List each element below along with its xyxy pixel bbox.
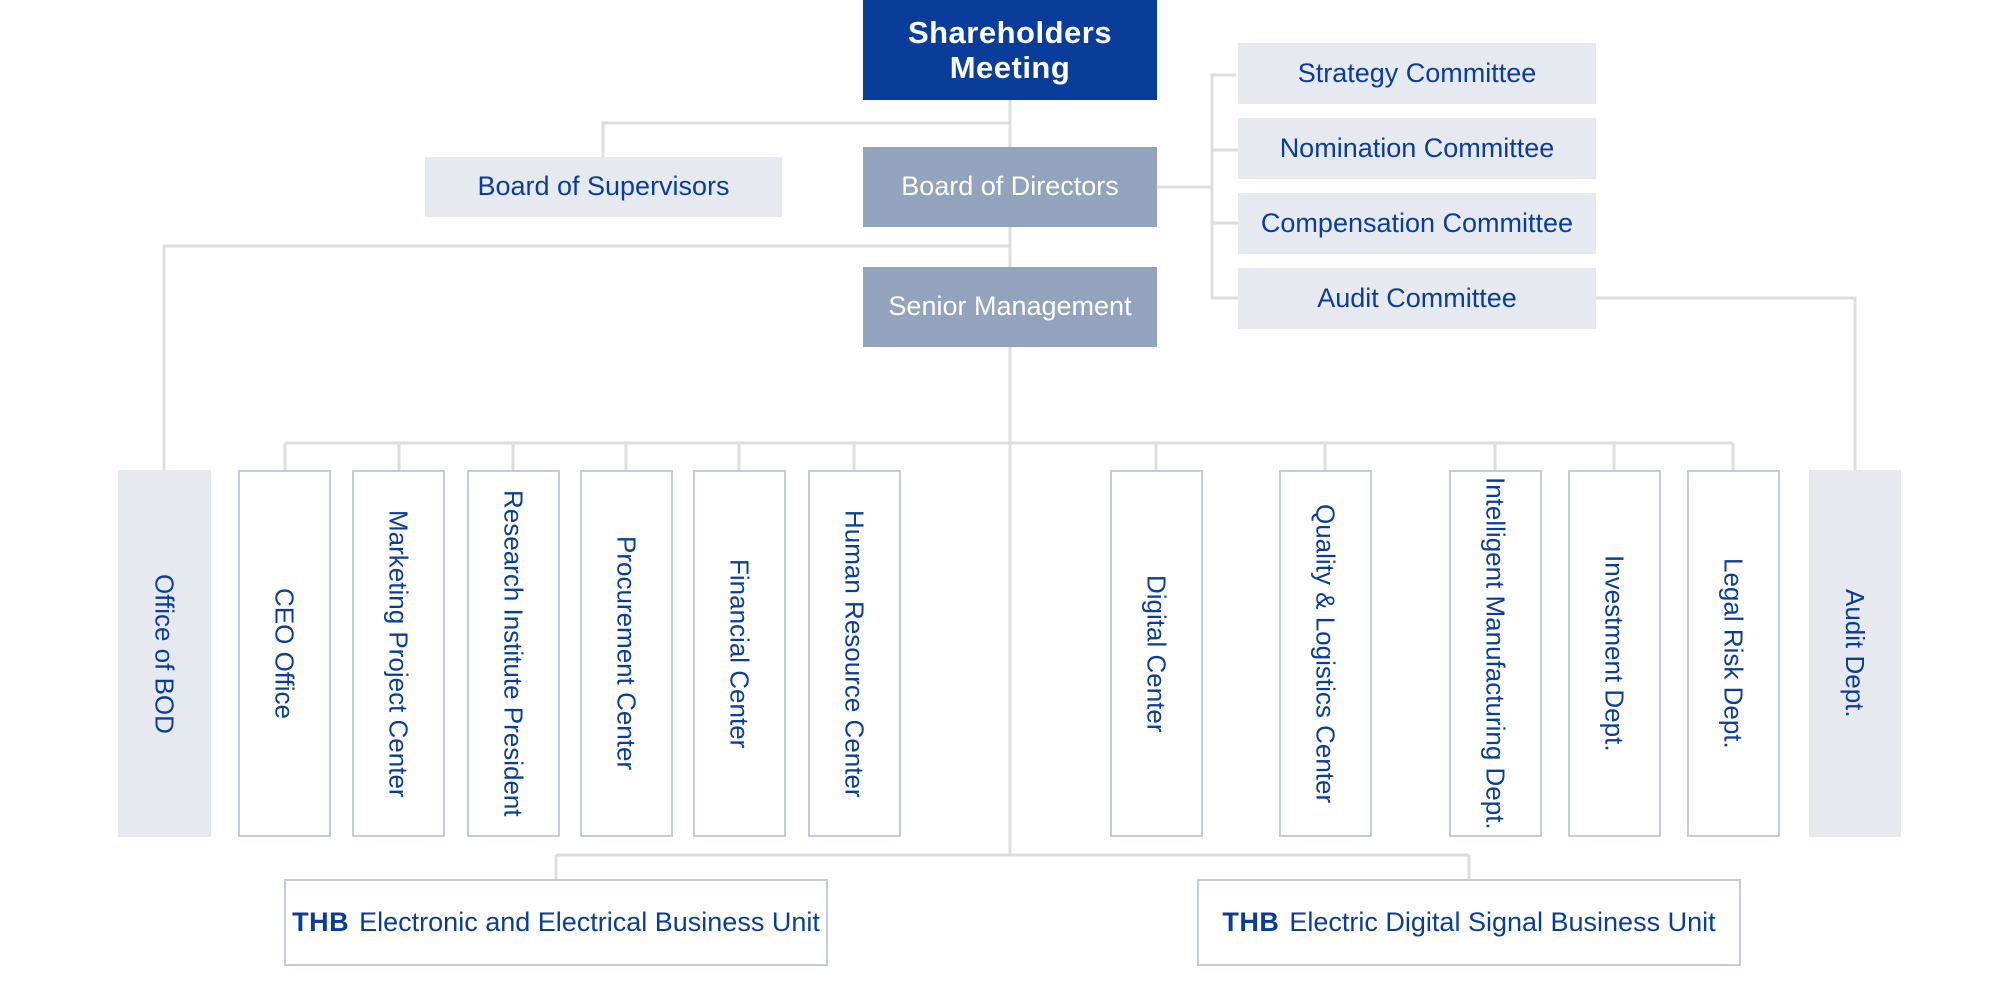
department-financial-center: Financial Center bbox=[693, 470, 786, 837]
nomination-committee-box: Nomination Committee bbox=[1238, 118, 1596, 179]
senior-management-box: Senior Management bbox=[863, 267, 1157, 347]
board-of-supervisors-box: Board of Supervisors bbox=[425, 157, 782, 217]
committee-label: Compensation Committee bbox=[1260, 207, 1574, 238]
department-label: Intelligent Manufacturing Dept. bbox=[1480, 477, 1511, 830]
board-of-directors-box: Board of Directors bbox=[863, 147, 1157, 227]
department-ceo-office: CEO Office bbox=[238, 470, 331, 837]
office-of-bod-label: Office of BOD bbox=[149, 573, 180, 734]
business-unit-electronic-electrical: THB Electronic and Electrical Business U… bbox=[284, 879, 828, 966]
connector-supervisors bbox=[601, 121, 1010, 157]
department-label: Procurement Center bbox=[611, 536, 642, 771]
board-of-supervisors-label: Board of Supervisors bbox=[477, 171, 730, 202]
strategy-committee-box: Strategy Committee bbox=[1238, 43, 1596, 104]
thb-brand-mark: THB bbox=[1222, 907, 1280, 937]
connector-committee-bracket bbox=[1210, 73, 1238, 300]
department-label: Digital Center bbox=[1141, 574, 1172, 733]
department-label: Marketing Project Center bbox=[383, 509, 414, 798]
department-human-resource-center: Human Resource Center bbox=[808, 470, 901, 837]
committee-label: Nomination Committee bbox=[1279, 132, 1555, 163]
connector-office-of-bod bbox=[162, 244, 1010, 470]
department-label: Financial Center bbox=[724, 558, 755, 749]
committee-label: Audit Committee bbox=[1317, 282, 1517, 313]
department-digital-center: Digital Center bbox=[1110, 470, 1203, 837]
board-of-directors-label: Board of Directors bbox=[901, 171, 1119, 202]
department-intelligent-manufacturing: Intelligent Manufacturing Dept. bbox=[1449, 470, 1542, 837]
business-unit-label: THB Electronic and Electrical Business U… bbox=[292, 907, 820, 938]
department-investment: Investment Dept. bbox=[1568, 470, 1661, 837]
department-label: CEO Office bbox=[269, 587, 300, 719]
business-unit-label: THB Electric Digital Signal Business Uni… bbox=[1222, 907, 1715, 938]
department-procurement-center: Procurement Center bbox=[580, 470, 673, 837]
business-unit-digital-signal: THB Electric Digital Signal Business Uni… bbox=[1197, 879, 1741, 966]
business-unit-name: Electric Digital Signal Business Unit bbox=[1289, 907, 1716, 937]
audit-committee-box: Audit Committee bbox=[1238, 268, 1596, 329]
shareholders-meeting-label: Shareholders Meeting bbox=[907, 15, 1113, 85]
department-research-institute-president: Research Institute President bbox=[467, 470, 560, 837]
office-of-bod-box: Office of BOD bbox=[118, 470, 211, 837]
committee-label: Strategy Committee bbox=[1297, 57, 1537, 88]
senior-management-label: Senior Management bbox=[888, 291, 1132, 322]
department-label: Investment Dept. bbox=[1599, 555, 1630, 752]
department-legal-risk: Legal Risk Dept. bbox=[1687, 470, 1780, 837]
connector-audit-dept bbox=[1596, 296, 1857, 470]
compensation-committee-box: Compensation Committee bbox=[1238, 193, 1596, 254]
shareholders-meeting-box: Shareholders Meeting bbox=[863, 0, 1157, 100]
department-label: Research Institute President bbox=[498, 490, 529, 817]
audit-dept-box: Audit Dept. bbox=[1809, 470, 1901, 837]
audit-dept-label: Audit Dept. bbox=[1840, 589, 1870, 718]
department-marketing-project-center: Marketing Project Center bbox=[352, 470, 445, 837]
department-label: Human Resource Center bbox=[839, 509, 870, 798]
department-label: Quality & Logistics Center bbox=[1310, 503, 1341, 804]
business-unit-name: Electronic and Electrical Business Unit bbox=[359, 907, 820, 937]
department-quality-logistics-center: Quality & Logistics Center bbox=[1279, 470, 1372, 837]
thb-brand-mark: THB bbox=[292, 907, 350, 937]
department-label: Legal Risk Dept. bbox=[1718, 558, 1749, 749]
